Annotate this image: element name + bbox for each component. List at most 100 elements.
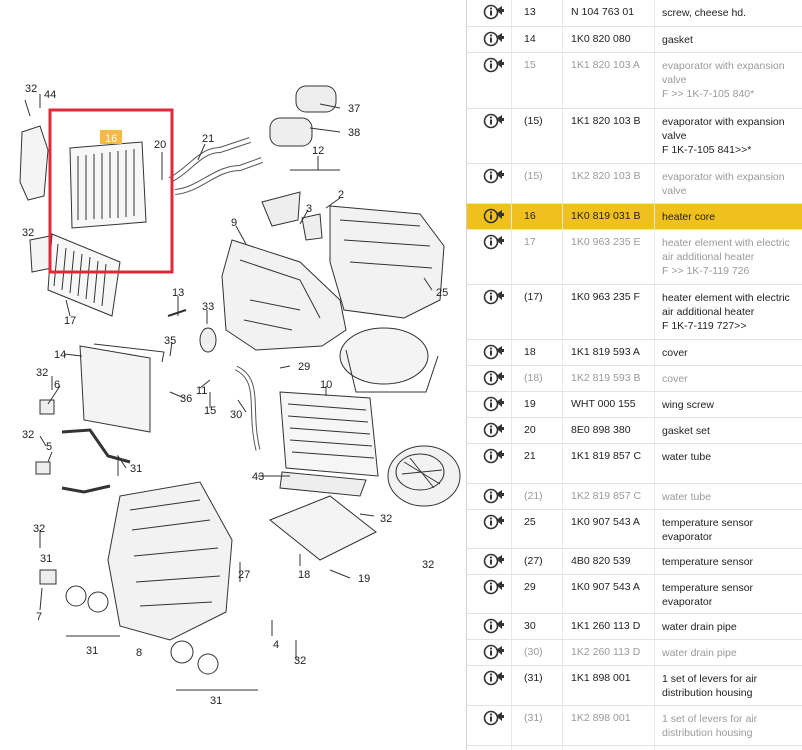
part-number: 1K2 898 001 xyxy=(571,712,631,724)
callout: 2 xyxy=(338,189,344,201)
info-arrow-icon[interactable] xyxy=(483,488,505,504)
info-arrow-icon[interactable] xyxy=(483,370,505,386)
part-description: screw, cheese hd. xyxy=(662,6,797,20)
exploded-parts-diagram: 32 44 16 20 21 37 38 12 9 2 3 32 25 17 1… xyxy=(19,83,461,707)
info-arrow-icon[interactable] xyxy=(483,344,505,360)
info-arrow-icon[interactable] xyxy=(483,4,505,20)
part-number: 1K2 820 103 B xyxy=(571,170,641,182)
column-separator xyxy=(654,418,655,443)
part-description: temperature sensor xyxy=(662,555,797,569)
part-description-line xyxy=(662,464,797,478)
column-separator xyxy=(562,444,563,483)
callout-highlighted: 16 xyxy=(105,133,117,145)
info-arrow-icon[interactable] xyxy=(483,553,505,569)
column-separator xyxy=(654,340,655,365)
parts-row[interactable]: (31)1K0 898 0021 set of levers xyxy=(467,746,802,750)
callout: 36 xyxy=(180,393,192,405)
column-separator xyxy=(562,418,563,443)
callout: 32 xyxy=(22,429,34,441)
callout: 32 xyxy=(25,83,37,95)
callout: 38 xyxy=(348,127,360,139)
column-separator xyxy=(511,0,512,26)
callout: 4 xyxy=(273,639,279,651)
info-arrow-icon[interactable] xyxy=(483,670,505,686)
info-arrow-icon[interactable] xyxy=(483,31,505,47)
info-arrow-icon[interactable] xyxy=(483,422,505,438)
column-separator xyxy=(562,746,563,750)
info-arrow-icon[interactable] xyxy=(483,396,505,412)
info-arrow-icon[interactable] xyxy=(483,644,505,660)
column-separator xyxy=(562,614,563,639)
info-arrow-icon[interactable] xyxy=(483,57,505,73)
callout: 32 xyxy=(22,227,34,239)
part-position: 14 xyxy=(524,33,536,45)
column-separator xyxy=(511,230,512,284)
part-number: 1K2 819 857 C xyxy=(571,490,642,502)
info-arrow-icon[interactable] xyxy=(483,113,505,129)
column-separator xyxy=(511,27,512,52)
callout: 32 xyxy=(380,513,392,525)
info-arrow-icon[interactable] xyxy=(483,234,505,250)
part-number: 1K1 819 593 A xyxy=(571,346,640,358)
part-position: 19 xyxy=(524,398,536,410)
part-description-line: air additional heater xyxy=(662,306,755,318)
part-description-line: 1 set of levers for air xyxy=(662,713,758,725)
column-separator xyxy=(511,366,512,391)
info-arrow-icon[interactable] xyxy=(483,168,505,184)
column-separator xyxy=(562,366,563,391)
part-position: 16 xyxy=(524,210,536,222)
part-description-line: F >> 1K-7-119 726 xyxy=(662,265,750,277)
info-arrow-icon[interactable] xyxy=(483,579,505,595)
column-separator xyxy=(511,746,512,750)
part-position: 17 xyxy=(524,236,536,248)
info-arrow-icon[interactable] xyxy=(483,710,505,726)
info-arrow-icon[interactable] xyxy=(483,514,505,530)
column-separator xyxy=(654,484,655,509)
callout: 7 xyxy=(36,611,42,623)
callout: 32 xyxy=(294,655,306,667)
info-arrow-icon[interactable] xyxy=(483,208,505,224)
column-separator xyxy=(562,27,563,52)
part-number: WHT 000 155 xyxy=(571,398,636,410)
column-separator xyxy=(654,230,655,284)
column-separator xyxy=(511,706,512,745)
column-separator xyxy=(511,549,512,574)
column-separator xyxy=(511,444,512,483)
column-separator xyxy=(562,484,563,509)
column-separator xyxy=(511,164,512,203)
column-separator xyxy=(654,614,655,639)
part-position: (31) xyxy=(524,672,543,684)
info-arrow-icon[interactable] xyxy=(483,289,505,305)
part-number: 1K1 820 103 B xyxy=(571,115,641,127)
info-arrow-icon[interactable] xyxy=(483,448,505,464)
part-position: 21 xyxy=(524,450,536,462)
info-arrow-icon[interactable] xyxy=(483,618,505,634)
part-description-line: evaporator xyxy=(662,531,713,543)
part-description-line: temperature sensor xyxy=(662,517,754,529)
part-description-line: water drain pipe xyxy=(662,647,737,659)
